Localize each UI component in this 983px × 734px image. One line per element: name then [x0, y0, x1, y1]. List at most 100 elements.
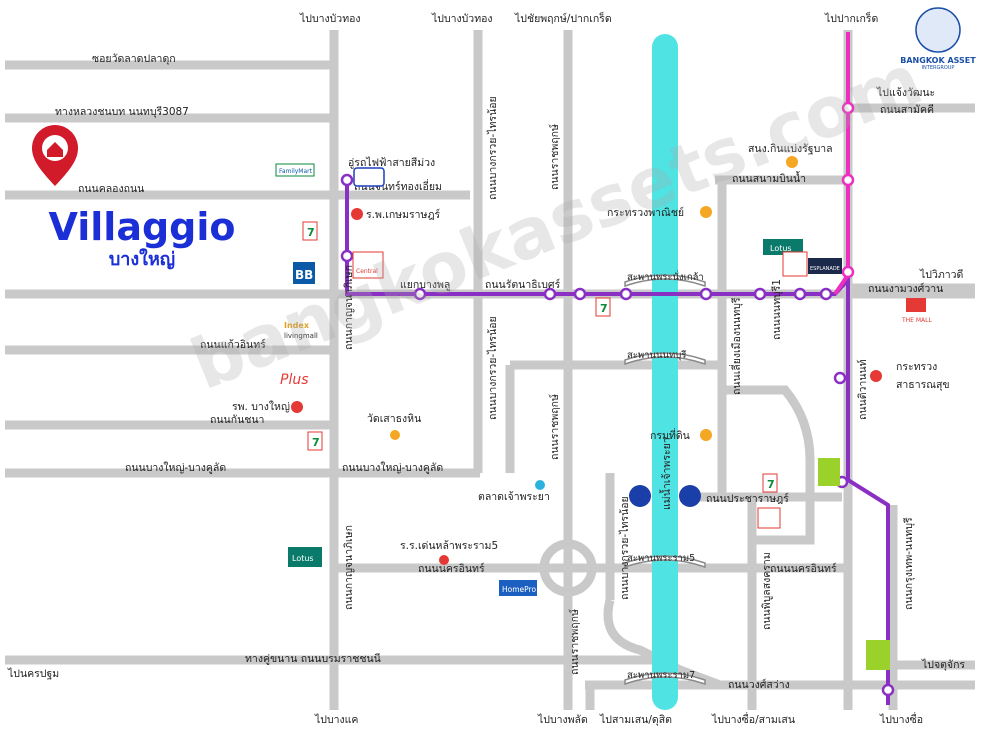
bridge-phra-nangklao	[624, 274, 706, 288]
label-khlongthanon: ถนนคลองถนน	[78, 183, 144, 195]
dir-top-chaiyaphruek: ไปชัยพฤกษ์/ปากเกร็ด	[514, 11, 612, 25]
store-familymart[interactable]: FamilyMart	[275, 163, 315, 177]
chaophraya-river	[652, 34, 678, 710]
bridge-rama5	[624, 555, 706, 569]
label-krungthep-nonthaburi: ถนนกรุงเทพ-นนทบุรี	[902, 517, 915, 610]
label-borommaratchachonnani: ทางคู่ขนาน ถนนบรมราชชนนี	[245, 652, 381, 665]
poi-land-dept[interactable]: กรมที่ดิน	[650, 428, 712, 442]
lotus-label: Lotus	[292, 554, 314, 563]
pink-line-route	[833, 32, 850, 296]
station[interactable]	[833, 371, 847, 385]
label-kanchana: ถนนกันชนา	[210, 414, 264, 426]
label-ngamwongwan: ถนนงามวงศ์วาน	[868, 282, 943, 295]
poi-public-health-label-1: กระทรวง	[896, 361, 937, 373]
poi-purple-depot-label: อู่รถไฟฟ้าสายสีม่วง	[348, 156, 435, 169]
label-kanchanaphisek-top: ถนนกาญจนาภิเษก	[343, 265, 355, 350]
roundabout	[539, 539, 597, 597]
poi-kasemrad-label: ร.พ.เกษมราษฎร์	[366, 208, 441, 221]
bridge-nonthaburi-label: สะพานนนทบุรี	[627, 349, 686, 361]
station[interactable]	[619, 287, 633, 301]
poi-public-health[interactable]: กระทรวง สาธารณสุข	[870, 361, 950, 391]
store-seven-2[interactable]: 7	[307, 431, 323, 451]
poi-talat-chaophraya[interactable]: ตลาดเจ้าพระยา	[478, 480, 550, 503]
station[interactable]	[340, 249, 354, 263]
store-plus[interactable]: Plus	[280, 372, 309, 388]
project-title: Villaggio บางใหญ่	[32, 205, 252, 271]
label-hwy-3087: ทางหลวงชนบท นนทบุรี3087	[55, 105, 189, 118]
station[interactable]	[819, 287, 833, 301]
poi-lottery-label: สนง.กินแบ่งรัฐบาล	[748, 143, 833, 155]
poi-talat-label: ตลาดเจ้าพระยา	[478, 491, 550, 503]
poi-kasemrad[interactable]: ร.พ.เกษมราษฎร์	[351, 208, 441, 221]
station[interactable]	[793, 287, 807, 301]
station[interactable]	[413, 287, 427, 301]
store-bigc-2[interactable]	[818, 458, 840, 486]
station[interactable]	[841, 173, 855, 187]
store-seven-3[interactable]: 7	[595, 297, 611, 317]
bridge-nonthaburi	[624, 352, 706, 366]
bangkok-asset-logo-icon	[915, 7, 961, 53]
dir-top-bangbuathong-1: ไปบางบัวทอง	[299, 12, 361, 25]
station[interactable]	[753, 287, 767, 301]
station[interactable]	[881, 683, 895, 697]
poi-bangyai-hospital-label: รพ. บางใหญ่	[232, 400, 290, 413]
store-bigc[interactable]: BB	[293, 262, 315, 284]
store-lotus-1[interactable]: Lotus	[288, 547, 322, 567]
label-bangyai-bangkhulat-mid: ถนนบางใหญ่-บางคูลัด	[342, 461, 443, 474]
store-bigc-3[interactable]	[866, 640, 890, 670]
station[interactable]	[699, 287, 713, 301]
poi-wat-saothonghin[interactable]: วัดเสาธงหิน	[367, 413, 421, 440]
label-ratchaphruek-top: ถนนราชพฤกษ์	[548, 124, 561, 190]
dir-top-pakkret: ไปปากเกร็ด	[824, 11, 878, 25]
lotus-label: Lotus	[770, 244, 792, 253]
store-lotus-2[interactable]: Lotus	[763, 239, 803, 255]
central-label: Central	[356, 268, 378, 275]
label-wongsawang: ถนนวงศ์สว่าง	[728, 678, 790, 691]
index-label-1: Index	[284, 321, 310, 330]
station[interactable]	[841, 101, 855, 115]
label-rattanathibet: ถนนรัตนาธิเบศร์	[485, 278, 561, 291]
plus-label: Plus	[280, 372, 309, 388]
poi-land-label: กรมที่ดิน	[650, 428, 690, 442]
label-ratchaphruek-bottom: ถนนราชพฤกษ์	[568, 609, 581, 675]
label-bangkruai-top: ถนนบางกรวย-ไทรน้อย	[486, 96, 499, 200]
store-seven-4[interactable]: 7	[762, 473, 778, 493]
store-index[interactable]: Index livingmall	[284, 321, 318, 340]
hospital-icon	[291, 401, 303, 413]
station[interactable]	[573, 287, 587, 301]
station[interactable]	[340, 173, 354, 187]
esplanade-label: ESPLANADE	[810, 266, 840, 272]
bridge-rama7	[624, 672, 706, 686]
store-homepro[interactable]: HomePro	[499, 580, 537, 596]
station[interactable]	[841, 265, 855, 279]
seven-eleven-icon	[302, 221, 318, 241]
label-liang-mueang: ถนนเลี่ยงเมืองนนทบุรี	[729, 297, 743, 395]
store-central-2[interactable]	[782, 251, 808, 277]
store-themall[interactable]: THE MALL	[901, 298, 932, 324]
lotus-logo-icon	[288, 547, 322, 567]
label-sanambinnam: ถนนสนามบินน้ำ	[732, 171, 806, 185]
store-central-1[interactable]: Central	[352, 251, 384, 279]
government-icon	[700, 206, 712, 218]
poi-commerce[interactable]: กระทรวงพาณิชย์	[607, 206, 712, 219]
hospital-icon	[870, 370, 882, 382]
pier-icon[interactable]	[629, 485, 651, 507]
location-pin-icon[interactable]	[32, 125, 78, 186]
label-nakhoninthon-mid: ถนนนครอินทร์	[418, 562, 485, 575]
government-icon	[700, 429, 712, 441]
familymart-logo-icon	[275, 163, 315, 177]
dir-bottom-bangsue: ไปบางซื่อ	[879, 712, 923, 726]
poi-purple-depot[interactable]: อู่รถไฟฟ้าสายสีม่วง	[348, 156, 435, 187]
mrt-logo-icon	[353, 167, 385, 187]
seven-label: 7	[307, 226, 315, 239]
station[interactable]	[543, 287, 557, 301]
pier-icon[interactable]	[679, 485, 701, 507]
poi-bangyai-hospital[interactable]: รพ. บางใหญ่	[232, 400, 303, 413]
brand-tagline: INTERGROUP	[921, 65, 955, 71]
poi-lottery-office[interactable]: สนง.กินแบ่งรัฐบาล	[748, 143, 833, 168]
store-robinson[interactable]	[757, 507, 781, 529]
store-esplanade[interactable]: ESPLANADE	[808, 258, 842, 274]
poi-school[interactable]: ร.ร.เด่นหล้าพระราม5	[400, 540, 498, 565]
store-seven-1[interactable]: 7	[302, 221, 318, 241]
central-logo-icon	[352, 251, 384, 279]
